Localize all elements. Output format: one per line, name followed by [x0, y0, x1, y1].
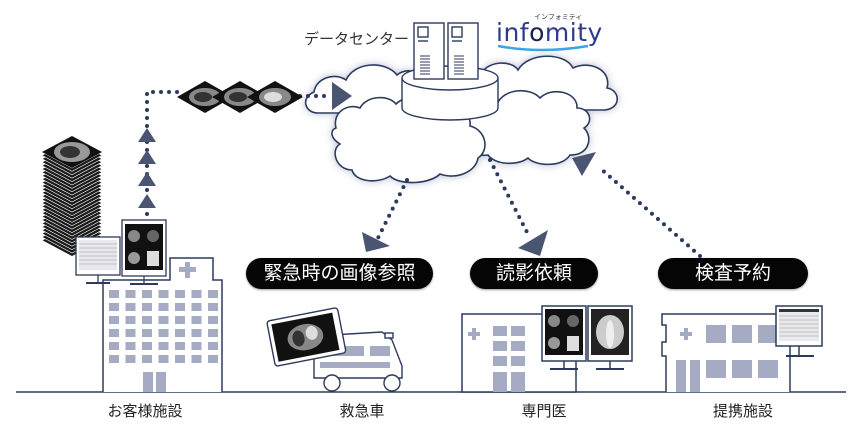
building-window [125, 303, 136, 311]
building-window [109, 290, 119, 298]
facility-label-partner: 提携施設 [712, 402, 774, 420]
building-window [158, 329, 169, 337]
building-window [175, 342, 185, 350]
building-window [125, 329, 136, 337]
building-window [175, 316, 185, 324]
logo-text-prefix: inf [496, 18, 530, 47]
ambulance [266, 307, 403, 392]
server-rack-icon [447, 22, 479, 80]
building-window [109, 316, 119, 324]
specialist-building [461, 305, 633, 393]
flow-from-booking [598, 166, 702, 258]
medical-cross-icon [179, 262, 196, 278]
ct-slice-stack [41, 135, 103, 257]
customer-workstation [75, 219, 167, 285]
building-window [109, 355, 119, 363]
service-pill-reading: 読影依頼 [470, 258, 598, 289]
building-window [109, 342, 119, 350]
building-window [109, 303, 119, 311]
arrowheads [138, 82, 596, 256]
logo-ruby: インフォミティ [534, 13, 583, 21]
building-window [125, 342, 136, 350]
data-center [401, 22, 499, 121]
tablet-ct-viewer [266, 307, 347, 367]
building-window [158, 316, 169, 324]
facility-label-specialist: 専門医 [521, 402, 567, 420]
building-window [208, 303, 218, 311]
building-window [158, 290, 169, 298]
building-window [208, 316, 218, 324]
arrow-right-icon [332, 82, 352, 110]
building-window [175, 355, 185, 363]
arrow-up-left-icon [572, 152, 596, 176]
logo-text-suffix: mity [544, 18, 603, 47]
customer-facility-building [102, 257, 223, 392]
building-window [175, 329, 185, 337]
server-rack-icon [413, 22, 445, 80]
facility-label-customer: お客様施設 [107, 402, 183, 420]
building-window [191, 290, 202, 298]
arrow-up-icon [138, 128, 156, 142]
ct-image-stream [177, 81, 303, 113]
building-window [208, 355, 218, 363]
flow-to-reading [488, 158, 532, 240]
arrow-up-icon [138, 150, 156, 164]
arrow-up-icon [138, 194, 156, 208]
building-window [191, 329, 202, 337]
building-window [158, 303, 169, 311]
building-window [142, 329, 152, 337]
data-center-label: データセンター [304, 30, 410, 48]
arrow-up-icon [138, 172, 156, 186]
building-window [125, 316, 136, 324]
building-window [142, 290, 152, 298]
building-window [175, 303, 185, 311]
building-window [191, 342, 202, 350]
logo-text-o: o [529, 18, 545, 47]
infomity-logo: インフォミティ infomity [496, 13, 602, 54]
arrow-down-left-icon [362, 232, 390, 252]
arrow-down-right-icon [518, 230, 548, 256]
building-window [142, 342, 152, 350]
building-window [208, 342, 218, 350]
logo-wordmark: infomity [496, 18, 603, 47]
building-window [158, 342, 169, 350]
flow-to-emergency [376, 178, 409, 240]
flow-upload-vertical [145, 90, 182, 224]
building-window [142, 303, 152, 311]
building-window [208, 329, 218, 337]
building-window [208, 290, 218, 298]
building-window [125, 355, 136, 363]
building-window [158, 355, 169, 363]
service-pill-booking: 検査予約 [658, 258, 808, 289]
building-window [175, 290, 185, 298]
building-window [142, 316, 152, 324]
logo-underline-swoosh [497, 44, 589, 52]
service-pill-emergency: 緊急時の画像参照 [246, 258, 433, 289]
building-window [125, 290, 136, 298]
building-window [109, 329, 119, 337]
facility-label-ambulance: 救急車 [339, 402, 385, 420]
building-window [142, 355, 152, 363]
building-window [191, 316, 202, 324]
partner-facility-building [661, 305, 823, 392]
building-window [191, 355, 202, 363]
data-flow-paths [145, 90, 702, 258]
building-window [191, 303, 202, 311]
